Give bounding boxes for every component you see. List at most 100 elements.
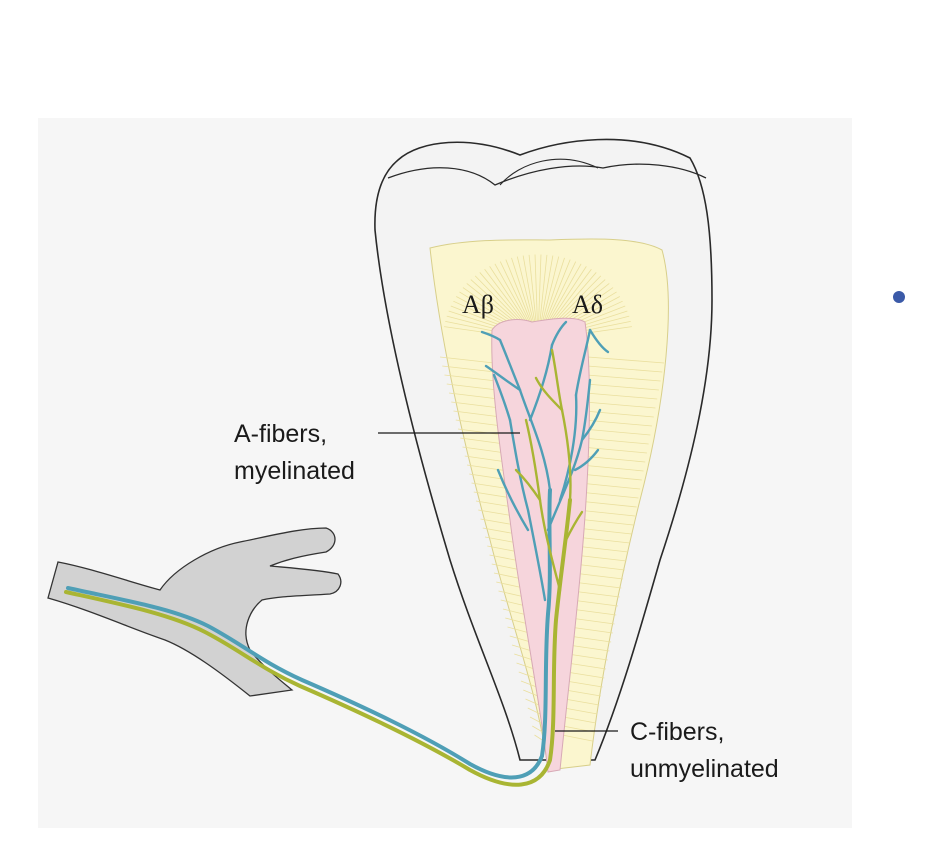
dentin-tubule bbox=[473, 491, 512, 499]
dentin-tubule bbox=[583, 428, 651, 436]
dentin-tubule bbox=[482, 527, 517, 535]
dentin-tubule bbox=[569, 626, 613, 634]
dentin-tubule bbox=[479, 272, 527, 327]
dentin-tubule bbox=[480, 518, 516, 526]
dentin-tubule bbox=[585, 392, 658, 400]
a-fiber-branches bbox=[480, 320, 610, 602]
a-delta-label: Aδ bbox=[572, 290, 603, 319]
a-fibers-label-line2: myelinated bbox=[234, 457, 355, 485]
dentin-tubule bbox=[500, 599, 527, 607]
dentin-tubule bbox=[565, 689, 601, 697]
dentin-tubule bbox=[545, 261, 577, 324]
dentin-tubule bbox=[475, 500, 514, 508]
dentin-tubule bbox=[587, 356, 665, 364]
dentin-tubule bbox=[562, 734, 593, 742]
dentin-tubule bbox=[520, 680, 537, 688]
dentin-tubule bbox=[457, 428, 504, 436]
dentin-tubule bbox=[544, 259, 571, 324]
dentin-tubule bbox=[518, 671, 536, 679]
dentin-tubule bbox=[442, 365, 496, 373]
dentin-tubule bbox=[548, 269, 592, 326]
dentin-tubule bbox=[525, 698, 540, 706]
dentin-tubule bbox=[514, 653, 534, 661]
dentin-tubule bbox=[575, 545, 629, 553]
dentin-tubule bbox=[502, 608, 528, 616]
dentin-tubule bbox=[586, 383, 659, 391]
dentin-tubule bbox=[498, 590, 525, 598]
dentin-tubule bbox=[541, 256, 560, 323]
dentin-tubule bbox=[579, 482, 641, 490]
dentin-tubule bbox=[584, 401, 656, 409]
dentin-tubule bbox=[579, 473, 642, 481]
dentin-tubule bbox=[478, 509, 515, 517]
a-fiber-main bbox=[66, 488, 552, 780]
dentin-tubule bbox=[464, 455, 508, 463]
dentin-tubule bbox=[574, 554, 627, 562]
dentin-tubule bbox=[550, 275, 602, 327]
dentin-tubule bbox=[543, 257, 565, 323]
dentin-tubule bbox=[489, 266, 529, 325]
dentin-tubule bbox=[460, 437, 505, 445]
dentin-tubule bbox=[451, 401, 500, 409]
dentin-tubule bbox=[572, 581, 622, 589]
dentin-tubule bbox=[516, 256, 535, 323]
dentin-tubule bbox=[571, 599, 619, 607]
dentin-tubule bbox=[539, 254, 548, 323]
c-fibers-label-line1: C-fibers, bbox=[630, 718, 724, 746]
dentin-tubule bbox=[573, 563, 625, 571]
dentin-tubule bbox=[546, 263, 582, 325]
dentin-tubule bbox=[584, 410, 654, 418]
dentin-tubule bbox=[516, 662, 535, 670]
dentin-tubule bbox=[522, 255, 536, 323]
dentin-tubule bbox=[455, 419, 503, 427]
dentin-tubule bbox=[489, 554, 521, 562]
dentin-tubule bbox=[573, 572, 624, 580]
dentin-tubule bbox=[563, 707, 598, 715]
dentin-tubule bbox=[444, 374, 497, 382]
dentin-tubule bbox=[547, 266, 587, 325]
dentin-tubule bbox=[527, 707, 541, 715]
dentin-tubule bbox=[494, 263, 530, 325]
dentin-tubule bbox=[570, 608, 617, 616]
dentin-tubule bbox=[540, 255, 554, 323]
occlusal-fissure bbox=[499, 158, 599, 186]
dentin-tubule bbox=[565, 680, 603, 688]
dentin-tubule bbox=[439, 356, 495, 364]
dentin-tubule bbox=[448, 392, 499, 400]
dentin-tubule bbox=[568, 635, 612, 643]
c-fiber-main bbox=[64, 498, 572, 787]
c-fiber-branches bbox=[514, 348, 584, 592]
dentin-tubule bbox=[587, 365, 663, 373]
dentin-tubule bbox=[581, 446, 647, 454]
dentin-tubule bbox=[462, 446, 506, 454]
dentin-tubule bbox=[511, 644, 533, 652]
dentin-tubule bbox=[576, 518, 634, 526]
dentin-tubule bbox=[575, 536, 630, 544]
dentin-tubule bbox=[534, 254, 538, 323]
dentin-tubule bbox=[571, 590, 620, 598]
dentin-tubule bbox=[577, 509, 636, 517]
dentin-tubule bbox=[509, 635, 531, 643]
dentin-tubule bbox=[567, 662, 607, 670]
dentin-tubule bbox=[499, 261, 531, 324]
dentin-tubule bbox=[511, 257, 533, 323]
dentin-tubule bbox=[582, 437, 649, 445]
dentin-tubule bbox=[493, 572, 523, 580]
dentin-tubule bbox=[566, 671, 605, 679]
a-beta-label: Aβ bbox=[462, 290, 494, 319]
dentin-tubule bbox=[471, 482, 511, 490]
dentin-tubule bbox=[491, 563, 522, 571]
dentin-tubule bbox=[505, 259, 532, 324]
bullet-point bbox=[893, 291, 905, 303]
dentin-tubule bbox=[567, 653, 608, 661]
dentin-tubule bbox=[529, 716, 542, 724]
dentin-tubule bbox=[564, 698, 600, 706]
dentin-tubule bbox=[532, 725, 543, 733]
dentin-tubule bbox=[496, 581, 524, 589]
dentin-tubule bbox=[580, 464, 644, 472]
nerve-ganglion bbox=[47, 527, 342, 697]
dentin-tubule bbox=[484, 269, 528, 326]
dentin-tubule bbox=[487, 545, 519, 553]
dentin-tubule bbox=[549, 272, 597, 327]
